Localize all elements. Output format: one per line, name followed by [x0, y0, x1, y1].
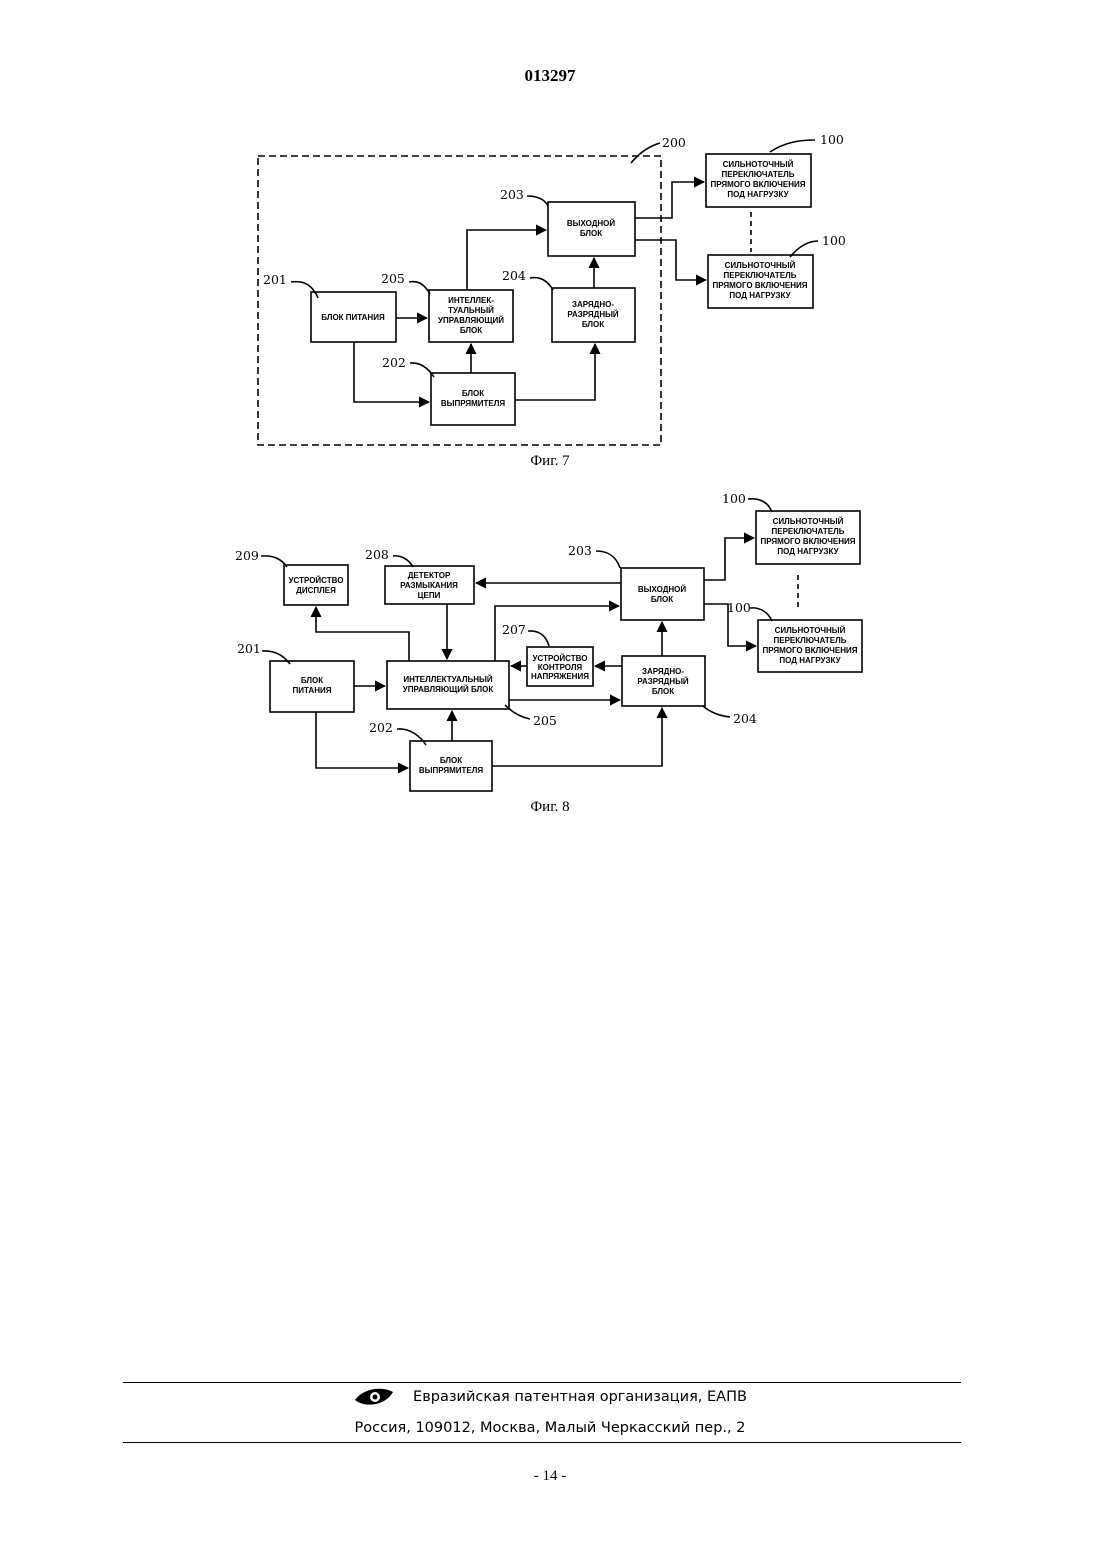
fig7-ref-203: 203: [500, 187, 524, 202]
fig8-switch-a-line1: СИЛЬНОТОЧНЫЙ: [773, 517, 844, 526]
fig7-ref-100b: 100: [822, 233, 846, 248]
fig8-output-line2: БЛОК: [651, 595, 673, 604]
fig8-voltage-line2: КОНТРОЛЯ: [538, 663, 583, 672]
fig8-intel-line2: УПРАВЛЯЮЩИЙ БЛОК: [403, 685, 494, 694]
fig8-ref-100a: 100: [722, 491, 746, 506]
footer-rule-top: [123, 1382, 961, 1383]
fig7-switch-b-line3: ПРЯМОГО ВКЛЮЧЕНИЯ: [712, 281, 807, 290]
fig8-ref-100b: 100: [727, 600, 751, 615]
fig7-switch-b-line4: ПОД НАГРУЗКУ: [729, 291, 791, 300]
fig7-switch-a-line4: ПОД НАГРУЗКУ: [727, 190, 789, 199]
fig8-output-line1: ВЫХОДНОЙ: [638, 585, 687, 594]
fig8-ref-202: 202: [369, 720, 393, 735]
fig8-switch-a-line3: ПРЯМОГО ВКЛЮЧЕНИЯ: [760, 537, 855, 546]
fig8-switch-b-line4: ПОД НАГРУЗКУ: [779, 656, 841, 665]
fig7-ref-202: 202: [382, 355, 406, 370]
fig8-switch-a-line2: ПЕРЕКЛЮЧАТЕЛЬ: [772, 527, 845, 536]
eapo-logo-icon: [353, 1386, 395, 1408]
fig7-power-line1: БЛОК ПИТАНИЯ: [321, 313, 385, 322]
fig8-intel-line1: ИНТЕЛЛЕКТУАЛЬНЫЙ: [403, 675, 493, 684]
fig8-ref-204: 204: [733, 711, 757, 726]
fig7-ref-100a: 100: [820, 132, 844, 147]
fig8-rectifier-line1: БЛОК: [440, 756, 462, 765]
footer-rule-bottom: [123, 1442, 961, 1443]
fig7-intel-line4: БЛОК: [460, 326, 482, 335]
patent-number: 013297: [0, 66, 1100, 86]
fig7-rectifier-line2: ВЫПРЯМИТЕЛЯ: [441, 399, 505, 408]
footer-organization-row: Евразийская патентная организация, ЕАПВ: [0, 1386, 1100, 1408]
fig7-switch-b-line2: ПЕРЕКЛЮЧАТЕЛЬ: [724, 271, 797, 280]
fig7-charge-line3: БЛОК: [582, 320, 604, 329]
fig7-output-line1: ВЫХОДНОЙ: [567, 219, 616, 228]
fig8-display-box: [284, 565, 348, 605]
fig8-display-line1: УСТРОЙСТВО: [289, 576, 344, 585]
fig7-ref-200: 200: [662, 135, 686, 150]
fig8-ref-205: 205: [533, 713, 557, 728]
fig8-detector-line3: ЦЕПИ: [418, 591, 441, 600]
page-footer-number: - 14 -: [0, 1468, 1100, 1485]
fig8-rectifier-line2: ВЫПРЯМИТЕЛЯ: [419, 766, 483, 775]
fig8-detector-line1: ДЕТЕКТОР: [408, 571, 451, 580]
fig8-caption: Фиг. 8: [530, 799, 569, 815]
fig8-ref-201: 201: [237, 641, 261, 656]
fig8-output-box: [621, 568, 704, 620]
figure-8-diagram: 100 100 209 208 203 207 201 205 204 202 …: [0, 485, 1100, 825]
fig7-charge-line2: РАЗРЯДНЫЙ: [567, 310, 619, 319]
fig7-switch-b-line1: СИЛЬНОТОЧНЫЙ: [725, 261, 796, 270]
fig8-switch-b-line1: СИЛЬНОТОЧНЫЙ: [775, 626, 846, 635]
fig8-switch-b-line2: ПЕРЕКЛЮЧАТЕЛЬ: [774, 636, 847, 645]
fig8-detector-line2: РАЗМЫКАНИЯ: [400, 581, 458, 590]
fig8-voltage-line3: НАПРЯЖЕНИЯ: [531, 672, 589, 681]
fig7-ref-204: 204: [502, 268, 526, 283]
footer-organization: Евразийская патентная организация, ЕАПВ: [413, 1389, 747, 1405]
fig8-power-line1: БЛОК: [301, 676, 323, 685]
fig7-switch-a-line2: ПЕРЕКЛЮЧАТЕЛЬ: [722, 170, 795, 179]
fig7-rectifier-line1: БЛОК: [462, 389, 484, 398]
fig7-charge-line1: ЗАРЯДНО-: [572, 300, 614, 309]
fig8-charge-line1: ЗАРЯДНО-: [642, 667, 684, 676]
fig8-charge-line2: РАЗРЯДНЫЙ: [637, 677, 689, 686]
fig8-display-line2: ДИСПЛЕЯ: [296, 586, 336, 595]
fig7-ref-205: 205: [381, 271, 405, 286]
fig7-intel-line1: ИНТЕЛЛЕК-: [448, 296, 494, 305]
fig8-ref-209: 209: [235, 548, 259, 563]
fig8-power-line2: ПИТАНИЯ: [293, 686, 332, 695]
fig7-switch-a-line1: СИЛЬНОТОЧНЫЙ: [723, 160, 794, 169]
fig8-ref-207: 207: [502, 622, 526, 637]
fig8-voltage-line1: УСТРОЙСТВО: [533, 654, 588, 663]
fig7-ref-201: 201: [263, 272, 287, 287]
fig7-output-line2: БЛОК: [580, 229, 602, 238]
fig8-switch-a-line4: ПОД НАГРУЗКУ: [777, 547, 839, 556]
fig8-ref-203: 203: [568, 543, 592, 558]
footer-address: Россия, 109012, Москва, Малый Черкасский…: [0, 1420, 1100, 1436]
fig8-switch-b-line3: ПРЯМОГО ВКЛЮЧЕНИЯ: [762, 646, 857, 655]
fig8-ref-208: 208: [365, 547, 389, 562]
fig8-charge-line3: БЛОК: [652, 687, 674, 696]
fig7-intel-line3: УПРАВЛЯЮЩИЙ: [438, 316, 504, 325]
fig7-caption: Фиг. 7: [530, 453, 570, 469]
fig7-switch-a-line3: ПРЯМОГО ВКЛЮЧЕНИЯ: [710, 180, 805, 189]
fig7-intel-line2: ТУАЛЬНЫЙ: [448, 306, 494, 315]
